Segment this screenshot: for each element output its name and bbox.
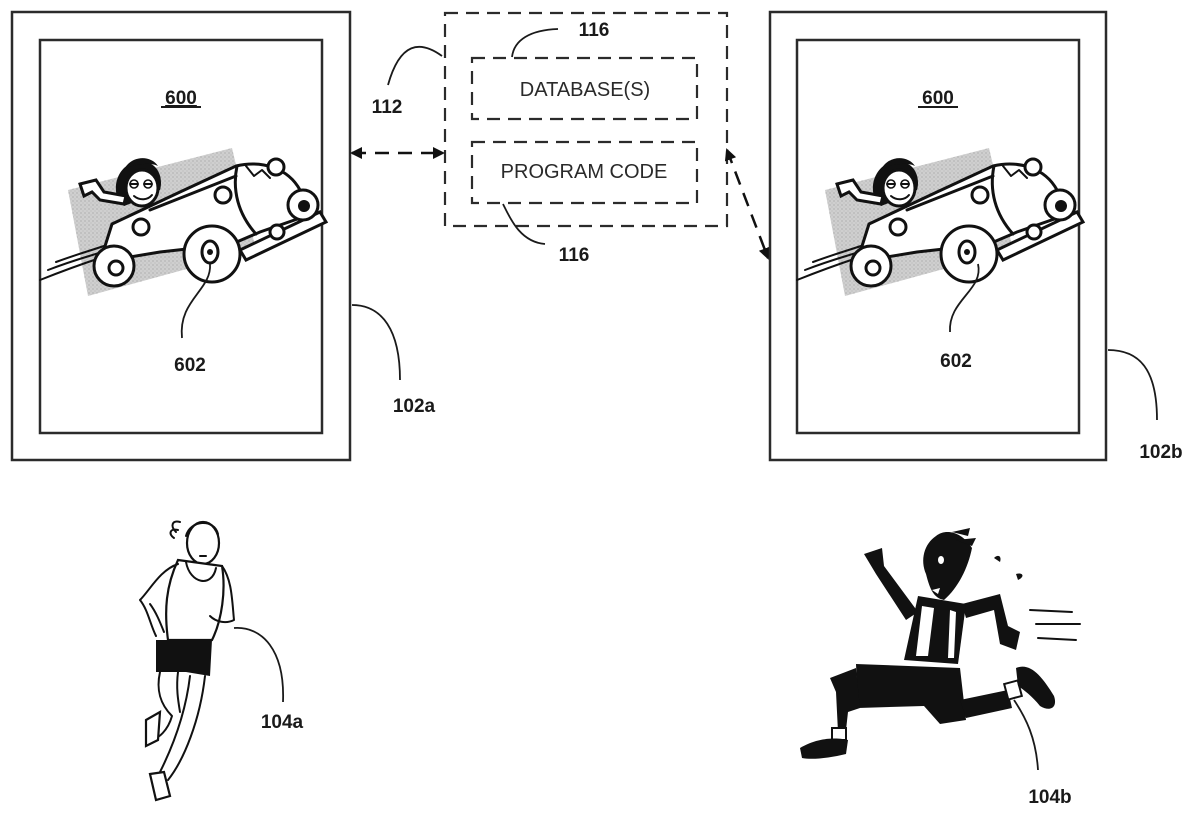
database-ref-leader [512,29,558,57]
user-ref-leader [234,628,283,702]
user-ref-leader [1014,700,1038,770]
server-ref-leader [388,47,442,85]
server-112: 112 DATABASE(S) 116 PROGRAM CODE 116 [372,13,727,266]
user-104a: 104a [140,522,304,800]
device-ref-leader [352,305,400,380]
image-ref-label: 602 [174,355,206,376]
car-illustration [797,148,1083,296]
device-ref-label: 102a [393,396,436,417]
user-ref-label: 104b [1028,787,1071,808]
user-ref-label: 104a [261,712,304,733]
silhouette-runner-illustration [800,528,1080,759]
device-102a: 600 602 102a [12,12,436,460]
user-104b: 104b [800,528,1080,808]
program-code-ref-leader [503,204,545,244]
content-ref-label: 600 [165,88,197,109]
server-ref-label: 112 [372,97,403,118]
device-ref-label: 102b [1139,442,1182,463]
database-ref-label: 116 [579,20,610,41]
connection-arrow-102b [727,150,768,258]
database-label: DATABASE(S) [520,79,650,101]
device-102b: 600 602 102b [770,12,1183,463]
car-illustration [40,148,326,296]
content-ref-label: 600 [922,88,954,109]
program-code-ref-label: 116 [559,245,590,266]
woman-runner-illustration [140,522,234,800]
program-code-label: PROGRAM CODE [501,161,668,183]
device-ref-leader [1108,350,1157,420]
image-ref-label: 602 [940,351,972,372]
